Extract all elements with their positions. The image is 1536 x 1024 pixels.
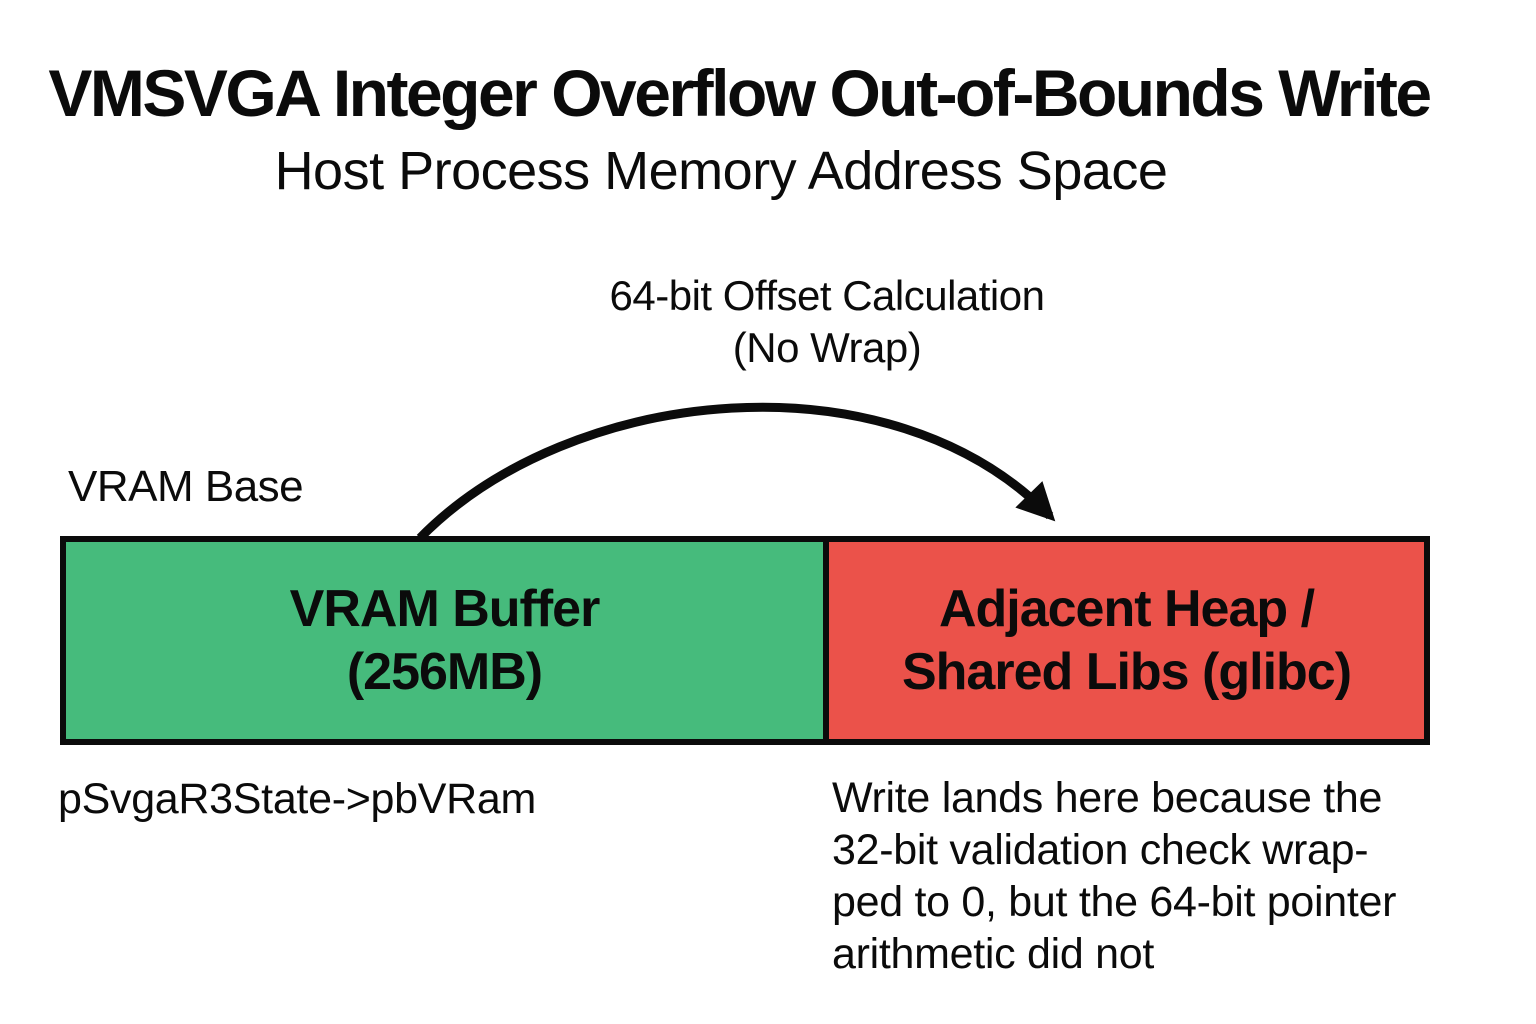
offset-calculation-line1: 64-bit Offset Calculation <box>609 272 1045 319</box>
vram-pointer-label: pSvgaR3State->pbVRam <box>58 775 537 823</box>
vram-buffer-label-line2: (256MB) <box>346 642 543 701</box>
write-note-line: ped to 0, but the 64-bit pointer <box>832 878 1397 926</box>
vram-buffer-segment: VRAM Buffer (256MB) <box>66 542 823 739</box>
write-note-line: 32-bit validation check wrap- <box>832 826 1369 874</box>
adjacent-heap-label-line1: Adjacent Heap / <box>938 579 1315 638</box>
write-note-line: Write lands here because the <box>832 774 1383 822</box>
vram-buffer-label-line1: VRAM Buffer <box>289 579 601 638</box>
offset-calculation-label: 64-bit Offset Calculation (No Wrap) <box>527 270 1127 374</box>
write-note: Write lands here because the 32-bit vali… <box>832 772 1396 980</box>
segment-divider <box>823 542 829 739</box>
offset-calculation-line2: (No Wrap) <box>732 324 922 371</box>
page-subtitle: Host Process Memory Address Space <box>274 141 1168 201</box>
adjacent-heap-label-line2: Shared Libs (glibc) <box>901 642 1352 701</box>
memory-map-box: VRAM Buffer (256MB) Adjacent Heap / Shar… <box>60 536 1430 745</box>
adjacent-heap-segment: Adjacent Heap / Shared Libs (glibc) <box>829 542 1424 739</box>
write-note-line: arithmetic did not <box>832 930 1155 978</box>
vram-base-label: VRAM Base <box>68 462 304 511</box>
page-title: VMSVGA Integer Overflow Out-of-Bounds Wr… <box>48 56 1432 130</box>
